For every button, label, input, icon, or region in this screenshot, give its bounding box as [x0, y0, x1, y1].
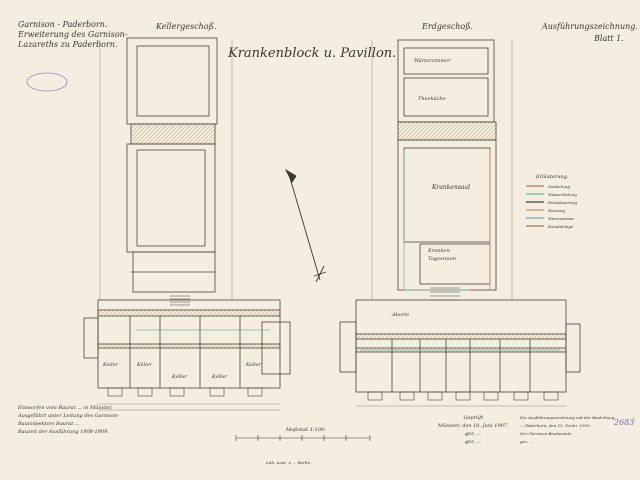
footer-line: gez. ...	[464, 431, 482, 437]
footer-line: Ausgeführt unter Leitung des Garnison-	[18, 413, 120, 419]
header-left-block: Garnison - Paderborn. Erweiterung des Ga…	[18, 20, 128, 50]
legend-item: Gasleitung	[548, 184, 570, 189]
footer-left-block: Entworfen vom Baurat ... in Münster. Aus…	[18, 404, 119, 436]
ground-floor-label: Erdgeschoß.	[422, 22, 474, 31]
basement-plan	[83, 37, 291, 411]
room-label: Wärterzimmer	[414, 58, 451, 64]
header-left-line: Lazareths zu Paderborn.	[18, 40, 118, 49]
room-label: Keller	[212, 374, 228, 380]
archive-number: 2683	[614, 418, 635, 427]
basement-label: Kellergeschoß.	[156, 22, 217, 31]
lithograph-imprint: Lith. Anst. v. ... Berlin	[266, 460, 311, 465]
room-label: Theeküche	[418, 96, 446, 102]
footer-line: Bauzeit der Ausführung 1908-1909.	[18, 429, 109, 435]
room-label: Keller	[137, 362, 153, 368]
legend-item: Entwässerung	[548, 200, 578, 205]
sheet-type: Ausführungszeichnung.	[542, 22, 638, 31]
footer-line: gez. ...	[520, 439, 534, 444]
footer-line: Bauinspektors Baurat ...	[18, 421, 80, 427]
scale-label: Maßstab 1:100.	[286, 427, 326, 433]
legend: Gasleitung Wasserleitung Entwässerung He…	[548, 183, 577, 231]
footer-line: Die Ausführungszeichnung mit der Bauleit…	[520, 415, 615, 420]
legend-item: Kanalanlage	[548, 224, 574, 229]
north-arrow	[284, 168, 327, 283]
ground-floor-plan	[339, 39, 581, 407]
header-left-line: Erweiterung des Garnison-	[18, 30, 128, 39]
legend-swatches	[526, 185, 544, 227]
footer-line: Münster, den 10. Juni 1907.	[438, 423, 509, 429]
footer-right-block: Die Ausführungszeichnung mit der Bauleit…	[520, 414, 614, 446]
room-label: Keller	[172, 374, 188, 380]
legend-title: Erläuterung.	[536, 174, 569, 180]
scale-bar	[235, 435, 371, 441]
room-label: Krankensaal	[432, 184, 470, 191]
room-label: Keller	[103, 362, 119, 368]
footer-mid-block: Geprüft Münster, den 10. Juni 1907. gez.…	[438, 414, 509, 446]
footer-line: Entworfen vom Baurat ... in Münster.	[18, 405, 113, 411]
room-label: Aborte	[392, 312, 410, 318]
sheet-number: Blatt 1.	[594, 34, 624, 43]
museum-stamp	[26, 72, 68, 92]
room-label: Tagesraum	[428, 256, 456, 262]
header-left-line: Garnison - Paderborn.	[18, 20, 108, 29]
room-label: Keller	[246, 362, 262, 368]
legend-item: Heizung	[548, 208, 565, 213]
footer-line: Der Garnison-Baubeamte	[520, 431, 572, 436]
footer-line: Geprüft	[463, 415, 484, 421]
legend-item: Warmwasser	[548, 216, 575, 221]
legend-item: Wasserleitung	[548, 192, 577, 197]
room-label: Kranken-	[428, 248, 452, 254]
footer-line: ... Paderborn, den 13. Dezbr. 1909.	[520, 423, 591, 428]
footer-line: gez. ...	[464, 439, 482, 445]
page-title: Krankenblock u. Pavillon.	[228, 46, 397, 61]
